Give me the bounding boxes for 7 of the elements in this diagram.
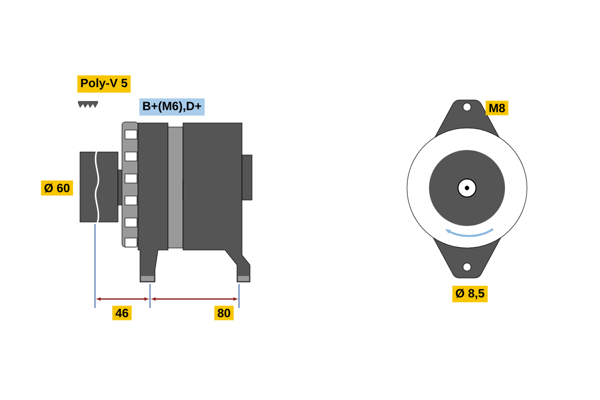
spec-label: Poly-V 5 — [77, 75, 131, 93]
dimension-label: 80 — [214, 306, 234, 320]
dimension-label: 46 — [112, 306, 132, 320]
thread-label: M8 — [486, 100, 508, 116]
dimension-label: Ø 60 — [41, 180, 73, 196]
dimension-label: Ø 8,5 — [452, 286, 488, 302]
terminal-label: B+(M6),D+ — [139, 98, 205, 116]
